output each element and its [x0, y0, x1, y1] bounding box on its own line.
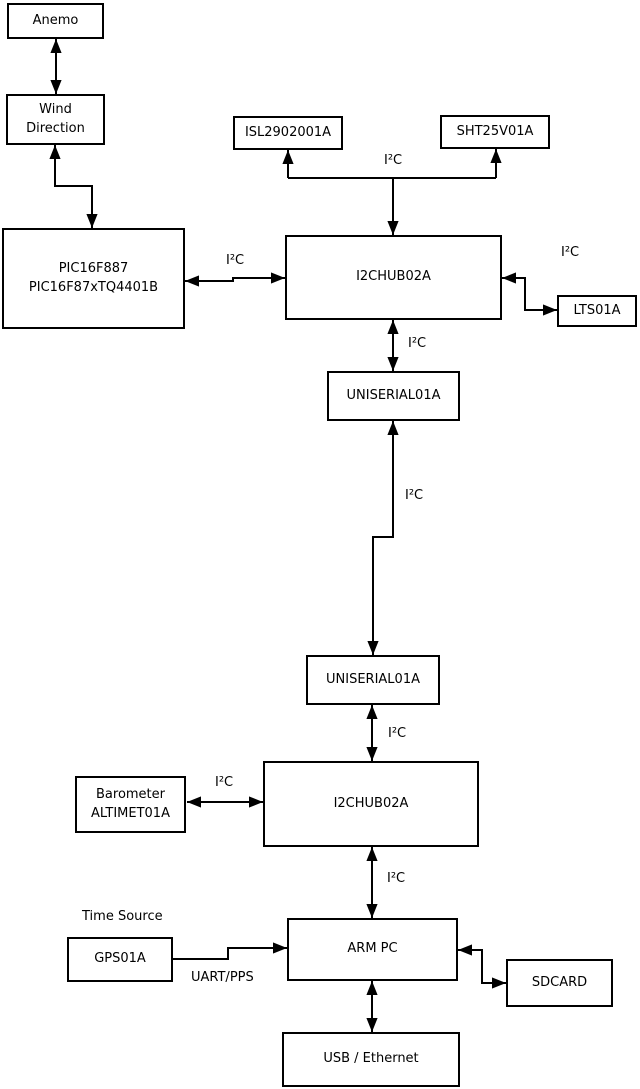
- node-pic16f887-line1: PIC16F887: [58, 260, 129, 276]
- connector-armpc-sdcard: [458, 944, 506, 989]
- node-wind-direction: Wind Direction: [6, 94, 105, 145]
- edge-label-i2c-hub1-uniserial1: I²C: [408, 336, 427, 351]
- edge-label-i2c-pic-hub1: I²C: [226, 253, 245, 268]
- node-arm-pc: ARM PC: [287, 918, 458, 981]
- node-uniserial01a-top: UNISERIAL01A: [327, 371, 460, 421]
- node-lts01a-label: LTS01A: [573, 302, 621, 318]
- node-pic16f887-line2: PIC16F87xTQ4401B: [28, 279, 159, 295]
- node-i2chub02a-top-label: I2CHUB02A: [356, 269, 431, 285]
- node-usb-ethernet: USB / Ethernet: [282, 1032, 460, 1087]
- node-sdcard: SDCARD: [506, 959, 613, 1007]
- node-isl2902001a: ISL2902001A: [233, 116, 343, 150]
- node-sdcard-label: SDCARD: [531, 974, 588, 990]
- edge-label-i2c-hub1-lts: I²C: [561, 245, 580, 260]
- node-wind-direction-line1: Wind: [39, 101, 72, 117]
- node-sht25v01a-label: SHT25V01A: [456, 123, 534, 139]
- connector-pic-hub1: [185, 272, 285, 287]
- node-usb-ethernet-label: USB / Ethernet: [323, 1051, 419, 1067]
- node-wind-direction-line2: Direction: [26, 120, 85, 136]
- node-uniserial01a-top-label: UNISERIAL01A: [346, 387, 441, 403]
- edge-label-i2c-hub1-sensors: I²C: [384, 153, 403, 168]
- node-lts01a: LTS01A: [557, 295, 637, 327]
- edge-label-i2c-uniserial-link: I²C: [405, 488, 424, 503]
- node-uniserial01a-bottom: UNISERIAL01A: [306, 655, 440, 705]
- node-i2chub02a-bottom-label: I2CHUB02A: [333, 795, 409, 811]
- node-uniserial01a-bottom-label: UNISERIAL01A: [326, 671, 420, 687]
- node-barometer-line1: Barometer: [96, 786, 165, 802]
- connector-gps-armpc: [173, 942, 287, 960]
- node-gps01a: GPS01A: [67, 937, 173, 982]
- node-barometer-altimet01a: Barometer ALTIMET01A: [75, 776, 186, 833]
- node-i2chub02a-bottom: I2CHUB02A: [263, 761, 479, 847]
- node-isl2902001a-label: ISL2902001A: [244, 124, 332, 140]
- node-anemo: Anemo: [7, 3, 104, 39]
- connector-wind-pic: [49, 145, 98, 228]
- edge-label-i2c-hub2-armpc: I²C: [387, 871, 406, 886]
- edge-label-uart-pps: UART/PPS: [191, 970, 254, 985]
- edge-label-i2c-uniserial2-hub2: I²C: [388, 726, 407, 741]
- node-sht25v01a: SHT25V01A: [440, 115, 550, 149]
- edge-label-i2c-barometer-hub2: I²C: [215, 775, 234, 790]
- node-pic16f887: PIC16F887 PIC16F87xTQ4401B: [2, 228, 185, 329]
- node-anemo-label: Anemo: [32, 12, 79, 28]
- node-gps01a-label: GPS01A: [94, 951, 146, 967]
- node-i2chub02a-top: I2CHUB02A: [285, 235, 502, 320]
- edge-label-time-source: Time Source: [82, 909, 163, 924]
- connector-hub1-lts: [502, 272, 557, 316]
- connector-uniserial1-uniserial2: [367, 421, 399, 655]
- node-arm-pc-label: ARM PC: [347, 941, 398, 957]
- node-barometer-line2: ALTIMET01A: [91, 805, 170, 821]
